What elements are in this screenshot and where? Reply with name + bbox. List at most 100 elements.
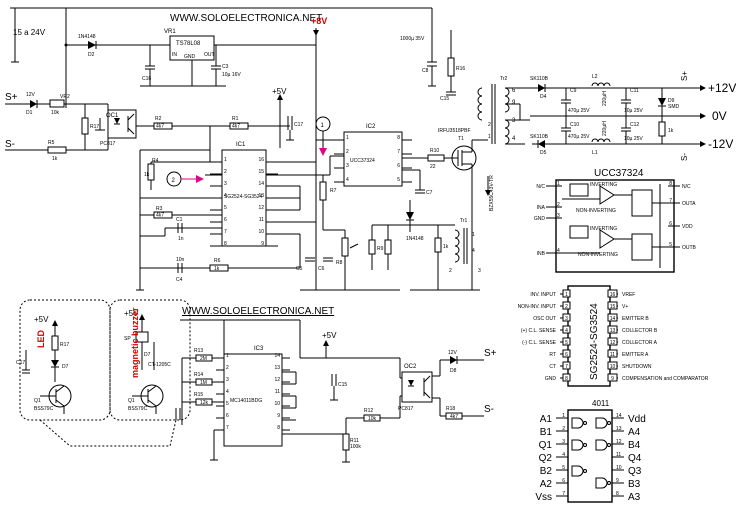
- svg-text:TS78L08: TS78L08: [176, 41, 201, 47]
- cd-right-num-5: 10: [616, 465, 622, 471]
- svg-text:R6: R6: [214, 258, 221, 264]
- output-sm: S-: [680, 153, 689, 161]
- sg-left-num-3: 3: [565, 316, 568, 322]
- diode-d2: 1N4148 D2: [78, 34, 97, 58]
- ic3-pin-2: 2: [226, 365, 229, 371]
- plus8v-label: +8V: [311, 16, 327, 26]
- cd-left-num-7: 7: [562, 491, 565, 497]
- svg-text:Tr1: Tr1: [460, 218, 468, 224]
- sg-right-num-3: 14: [610, 316, 616, 322]
- svg-text:T1: T1: [458, 136, 464, 142]
- svg-text:+5V: +5V: [272, 87, 287, 96]
- svg-text:1N4148: 1N4148: [406, 236, 424, 242]
- cd-right-num-2: 13: [616, 426, 622, 432]
- ic3-pin-7: 7: [226, 425, 229, 431]
- ic1-pin-15: 15: [258, 169, 264, 175]
- svg-text:1: 1: [488, 134, 491, 140]
- svg-text:C10: C10: [570, 122, 579, 128]
- ucc-left-N/C: N/C: [536, 184, 545, 190]
- svg-text:R14: R14: [194, 372, 203, 378]
- sg-left-num-6: 6: [565, 352, 568, 358]
- cd-left-num-3: 3: [562, 439, 565, 445]
- svg-text:4k7: 4k7: [156, 124, 164, 130]
- ic1-pin-16: 16: [258, 157, 264, 163]
- svg-text:3: 3: [478, 268, 481, 274]
- svg-text:C1: C1: [176, 217, 183, 223]
- svg-text:R8: R8: [336, 260, 343, 266]
- ic1-pin-12: 12: [258, 205, 264, 211]
- ucc-right-OUTA: OUTA: [682, 201, 696, 207]
- svg-text:INVERTING: INVERTING: [590, 182, 617, 188]
- svg-text:1N4148: 1N4148: [78, 34, 96, 40]
- transformer-tr1: R9 1N4148 1k Tr1 4 1 2 3: [368, 200, 481, 291]
- svg-text:R17: R17: [90, 124, 99, 130]
- svg-text:R11: R11: [350, 438, 359, 444]
- svg-text:4: 4: [472, 248, 475, 254]
- sg-left-2: NON-INV. INPUT: [518, 304, 556, 310]
- svg-text:GND: GND: [184, 54, 196, 60]
- sg-right-num-4: 13: [610, 328, 616, 334]
- svg-text:UCC37324: UCC37324: [594, 168, 644, 179]
- svg-text:Q1: Q1: [128, 398, 135, 404]
- svg-text:R2: R2: [155, 116, 162, 122]
- sg-left-num-1: 1: [565, 292, 568, 298]
- svg-text:22: 22: [430, 164, 436, 170]
- svg-text:C12: C12: [630, 122, 639, 128]
- svg-text:PC817: PC817: [398, 406, 414, 412]
- svg-text:1k: 1k: [668, 128, 674, 134]
- buzzer-module: +5V SP CT-1205C magnetic buzzer Q1 BSS79…: [109, 299, 191, 421]
- svg-text:R12: R12: [364, 408, 373, 414]
- ic1-pin-13: 13: [258, 193, 264, 199]
- svg-text:2: 2: [449, 268, 452, 274]
- svg-text:OC1: OC1: [106, 113, 119, 119]
- capacitor-c8: 1000µ 35V C8: [400, 30, 437, 87]
- svg-text:SK110B: SK110B: [530, 76, 549, 82]
- svg-text:1k: 1k: [52, 156, 58, 162]
- svg-text:+5V: +5V: [34, 315, 49, 324]
- svg-text:12V: 12V: [26, 92, 36, 98]
- cd-left-num-4: 4: [562, 452, 565, 458]
- ic1-pin-10: 10: [258, 229, 264, 235]
- ucc-right-VDD: VDD: [682, 224, 693, 230]
- svg-text:220µH: 220µH: [602, 121, 608, 136]
- sg-right-7: SHUTDOWN: [622, 364, 652, 370]
- sg-right-num-7: 10: [610, 364, 616, 370]
- svg-text:C15: C15: [440, 96, 449, 102]
- ic3-pin-8: 8: [277, 425, 280, 431]
- svg-text:R9: R9: [377, 246, 384, 252]
- svg-text:R3: R3: [156, 206, 163, 212]
- ic3-pin-11: 11: [275, 389, 280, 395]
- site-url-top: WWW.SOLOELECTRONICA.NET: [170, 13, 322, 24]
- cd-left-num-6: 6: [562, 478, 565, 484]
- svg-text:magnetic buzzer: magnetic buzzer: [130, 307, 140, 378]
- ucc-left-num-2: 2: [557, 202, 560, 208]
- svg-text:470µ 25V: 470µ 25V: [568, 108, 590, 114]
- ic2-pin-7: 7: [397, 149, 400, 155]
- ic3-pin-4: 4: [226, 389, 229, 395]
- sg-right-3: EMITTER B: [622, 316, 649, 322]
- svg-text:1k: 1k: [144, 172, 150, 178]
- ic3-pin-12: 12: [274, 377, 280, 383]
- svg-text:1: 1: [321, 123, 325, 129]
- cd-right-B4: B4: [628, 440, 641, 451]
- ic3-pin-6: 6: [226, 413, 229, 419]
- svg-text:R17: R17: [60, 342, 69, 348]
- svg-text:R15: R15: [194, 392, 203, 398]
- cd-right-num-4: 11: [616, 452, 621, 458]
- ucc-right-num-3: 6: [669, 221, 672, 227]
- ic3-pin-1: 1: [226, 353, 229, 359]
- svg-text:SMD: SMD: [668, 104, 680, 110]
- svg-text:C11: C11: [630, 88, 639, 94]
- svg-text:12k: 12k: [200, 400, 209, 406]
- ic3-pin-10: 10: [274, 401, 280, 407]
- svg-text:SP: SP: [124, 336, 131, 342]
- svg-text:10µ 16V: 10µ 16V: [222, 72, 241, 78]
- cd-left-A2: A2: [540, 479, 553, 490]
- svg-text:BSS79C: BSS79C: [128, 406, 148, 412]
- ic2-pin-2: 2: [346, 149, 349, 155]
- cd-left-num-2: 2: [562, 426, 565, 432]
